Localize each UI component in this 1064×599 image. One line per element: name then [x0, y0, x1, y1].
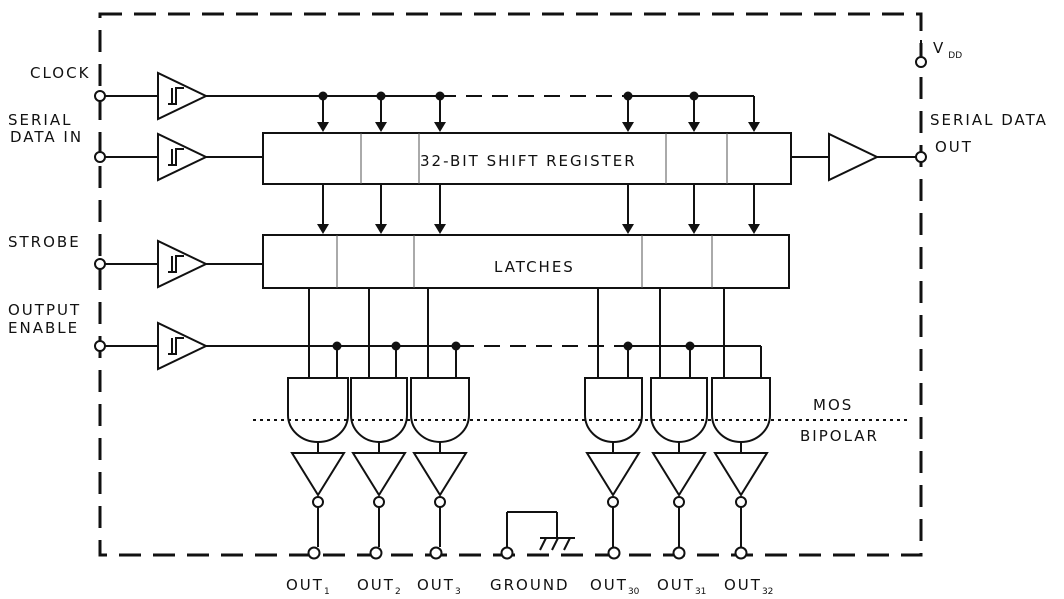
out-32-label: OUT32 — [724, 576, 773, 597]
out-2-label: OUT2 — [357, 576, 401, 597]
strobe-buffer — [157, 239, 209, 289]
and-gate-3 — [410, 377, 470, 443]
serial-data-in-label-line1: SERIAL — [8, 111, 72, 129]
serial-data-out-label-line1: SERIAL DATA — [930, 111, 1048, 129]
latches-label: LATCHES — [494, 258, 575, 276]
shift-register-label: 32-BIT SHIFT REGISTER — [420, 152, 637, 170]
bipolar-label: BIPOLAR — [800, 427, 879, 445]
output-driver-1 — [290, 442, 346, 560]
serial-data-in-label-line2: DATA IN — [10, 128, 83, 146]
out-3-label: OUT3 — [417, 576, 461, 597]
out-30-label: OUT30 — [590, 576, 640, 597]
latches-block — [206, 234, 790, 289]
latch-output-lines — [308, 288, 725, 378]
serial-data-out-label-line2: OUT — [935, 138, 973, 156]
output-enable-buffer — [157, 321, 209, 371]
ground-label: GROUND — [490, 576, 570, 594]
output-driver-32 — [713, 442, 769, 560]
ground-symbol — [500, 511, 575, 560]
and-gate-31 — [650, 377, 708, 443]
serial-data-in-buffer — [157, 132, 209, 182]
and-gate-30 — [584, 377, 643, 443]
and-gate-32 — [711, 377, 771, 443]
serial-data-out-buffer — [791, 132, 927, 182]
clock-label: CLOCK — [30, 64, 90, 82]
out-31-label: OUT31 — [657, 576, 706, 597]
output-enable-bus — [206, 341, 762, 378]
output-driver-2 — [351, 442, 407, 560]
out-1-label: OUT1 — [286, 576, 330, 597]
output-enable-label-line1: OUTPUT — [8, 301, 81, 319]
vdd-pin — [915, 56, 927, 68]
clock-buffer — [157, 71, 209, 121]
register-to-latch-arrows — [317, 184, 760, 234]
output-enable-label-line2: ENABLE — [8, 319, 79, 337]
shift-register — [206, 132, 792, 185]
output-driver-3 — [412, 442, 468, 560]
and-gate-1 — [287, 377, 349, 443]
clock-bus — [206, 91, 760, 132]
output-driver-31 — [651, 442, 707, 560]
clock-pin — [94, 90, 106, 102]
and-gate-2 — [350, 377, 408, 443]
output-driver-30 — [585, 442, 641, 560]
output-enable-pin — [94, 340, 106, 352]
strobe-label: STROBE — [8, 233, 81, 251]
strobe-pin — [94, 258, 106, 270]
mos-label: MOS — [813, 396, 853, 414]
serial-data-in-pin — [94, 151, 106, 163]
